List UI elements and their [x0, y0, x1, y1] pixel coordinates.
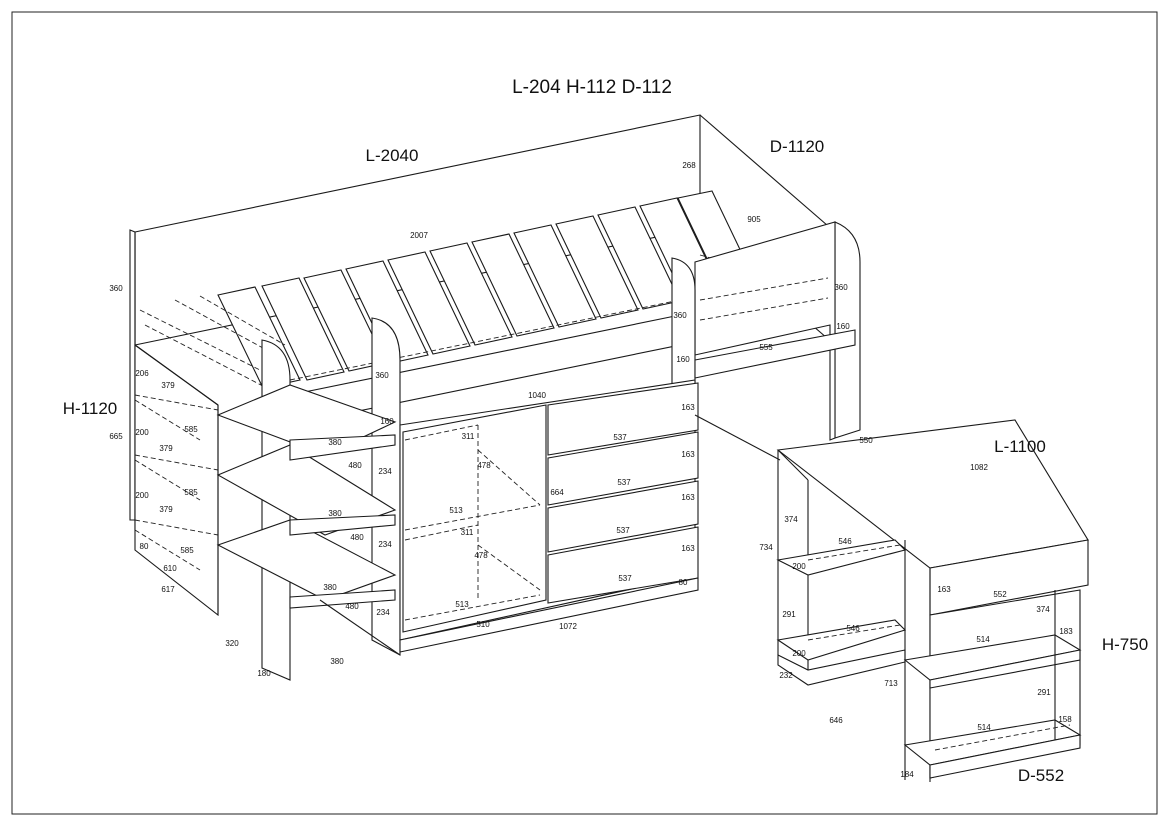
dimension-value: 734 — [759, 543, 773, 552]
dimension-value: 905 — [747, 215, 761, 224]
dimension-value: 510 — [476, 620, 490, 629]
dimension-value: 513 — [455, 600, 469, 609]
dimension-value: 360 — [375, 371, 389, 380]
dimension-value: 163 — [681, 450, 695, 459]
desk-height-label: H-750 — [1102, 635, 1148, 654]
dimension-value: 234 — [378, 540, 392, 549]
desk-depth-label: D-552 — [1018, 766, 1064, 785]
bed-length-label: L-2040 — [366, 146, 419, 165]
dimension-value: 537 — [616, 526, 630, 535]
dimension-value: 713 — [884, 679, 898, 688]
dimension-value: 379 — [159, 444, 173, 453]
dimension-value: 665 — [109, 432, 123, 441]
dimension-value: 374 — [1036, 605, 1050, 614]
dimension-value: 311 — [462, 432, 475, 441]
dimension-value: 163 — [681, 403, 695, 412]
dimension-value: 514 — [976, 635, 990, 644]
dimension-value: 1082 — [970, 463, 988, 472]
dimension-value: 291 — [1037, 688, 1051, 697]
dimension-value: 585 — [184, 488, 198, 497]
dimension-value: 234 — [376, 608, 390, 617]
dimension-value: 380 — [330, 657, 344, 666]
dimension-value: 1072 — [559, 622, 577, 631]
dimension-value: 480 — [350, 533, 364, 542]
dimension-value: 537 — [613, 433, 627, 442]
dimension-value: 546 — [838, 537, 852, 546]
desk-length-label: L-1100 — [994, 437, 1046, 456]
dimension-value: 268 — [682, 161, 696, 170]
wardrobe-unit — [399, 379, 781, 653]
bed-depth-label: D-1120 — [770, 137, 825, 156]
bed-height-label: H-1120 — [63, 399, 118, 418]
dimension-value: 360 — [673, 311, 687, 320]
product-title: L-204 H-112 D-112 — [512, 77, 672, 98]
dimension-value: 80 — [140, 542, 149, 551]
dimension-value: 158 — [1058, 715, 1072, 724]
dimension-value: 379 — [159, 505, 173, 514]
dimension-value: 514 — [977, 723, 991, 732]
dimension-value: 513 — [449, 506, 463, 515]
dimension-value: 160 — [836, 322, 850, 331]
dimension-value: 163 — [681, 544, 695, 553]
left-shelving — [134, 343, 401, 656]
dimension-value: 546 — [846, 624, 860, 633]
dimension-value: 380 — [328, 438, 342, 447]
dimension-value: 380 — [323, 583, 337, 592]
dimension-value: 379 — [161, 381, 175, 390]
dimension-value: 320 — [225, 639, 239, 648]
dimension-value: 555 — [759, 343, 773, 352]
dimension-value: 200 — [792, 649, 806, 658]
dimension-value: 180 — [257, 669, 271, 678]
drawing-border — [11, 11, 1158, 815]
dimension-value: 2007 — [410, 231, 428, 240]
dimension-value: 550 — [859, 436, 873, 445]
dimension-value: 360 — [834, 283, 848, 292]
dimension-value: 200 — [135, 428, 149, 437]
dimension-value: 360 — [109, 284, 123, 293]
desk — [776, 419, 1089, 782]
dimension-value: 206 — [135, 369, 149, 378]
dimension-value: 184 — [900, 770, 914, 779]
dimension-value: 480 — [348, 461, 362, 470]
dimension-value: 234 — [378, 467, 392, 476]
dimension-value: 163 — [681, 493, 695, 502]
dimension-value: 478 — [474, 551, 488, 560]
labels: L-204 H-112 D-112 L-2040 D-1120 H-1120 L… — [63, 77, 1148, 785]
dimension-value: 80 — [679, 578, 688, 587]
dimension-value: 160 — [380, 417, 394, 426]
bed-top-frame — [129, 114, 861, 681]
dimension-value: 291 — [782, 610, 796, 619]
dimension-value: 646 — [829, 716, 843, 725]
dimension-value: 537 — [617, 478, 631, 487]
dimension-value: 480 — [345, 602, 359, 611]
dimension-value: 380 — [328, 509, 342, 518]
dimension-value: 311 — [461, 528, 474, 537]
dimension-value: 1040 — [528, 391, 546, 400]
dimension-value: 585 — [180, 546, 194, 555]
dimension-value: 552 — [993, 590, 1007, 599]
dimension-value: 183 — [1059, 627, 1073, 636]
dimension-value: 478 — [477, 461, 491, 470]
dimension-value: 200 — [792, 562, 806, 571]
dimension-value: 163 — [937, 585, 951, 594]
dimension-values: 268 905 2007 360 360 360 360 160 160 160 555 206 379… — [109, 161, 1073, 779]
dimension-value: 160 — [676, 355, 690, 364]
dimension-value: 617 — [161, 585, 175, 594]
dimension-value: 374 — [784, 515, 798, 524]
dimension-value: 610 — [163, 564, 177, 573]
dimension-value: 232 — [779, 671, 793, 680]
dimension-value: 585 — [184, 425, 198, 434]
dimension-value: 664 — [550, 488, 564, 497]
dimension-value: 537 — [618, 574, 632, 583]
dimension-value: 200 — [135, 491, 149, 500]
